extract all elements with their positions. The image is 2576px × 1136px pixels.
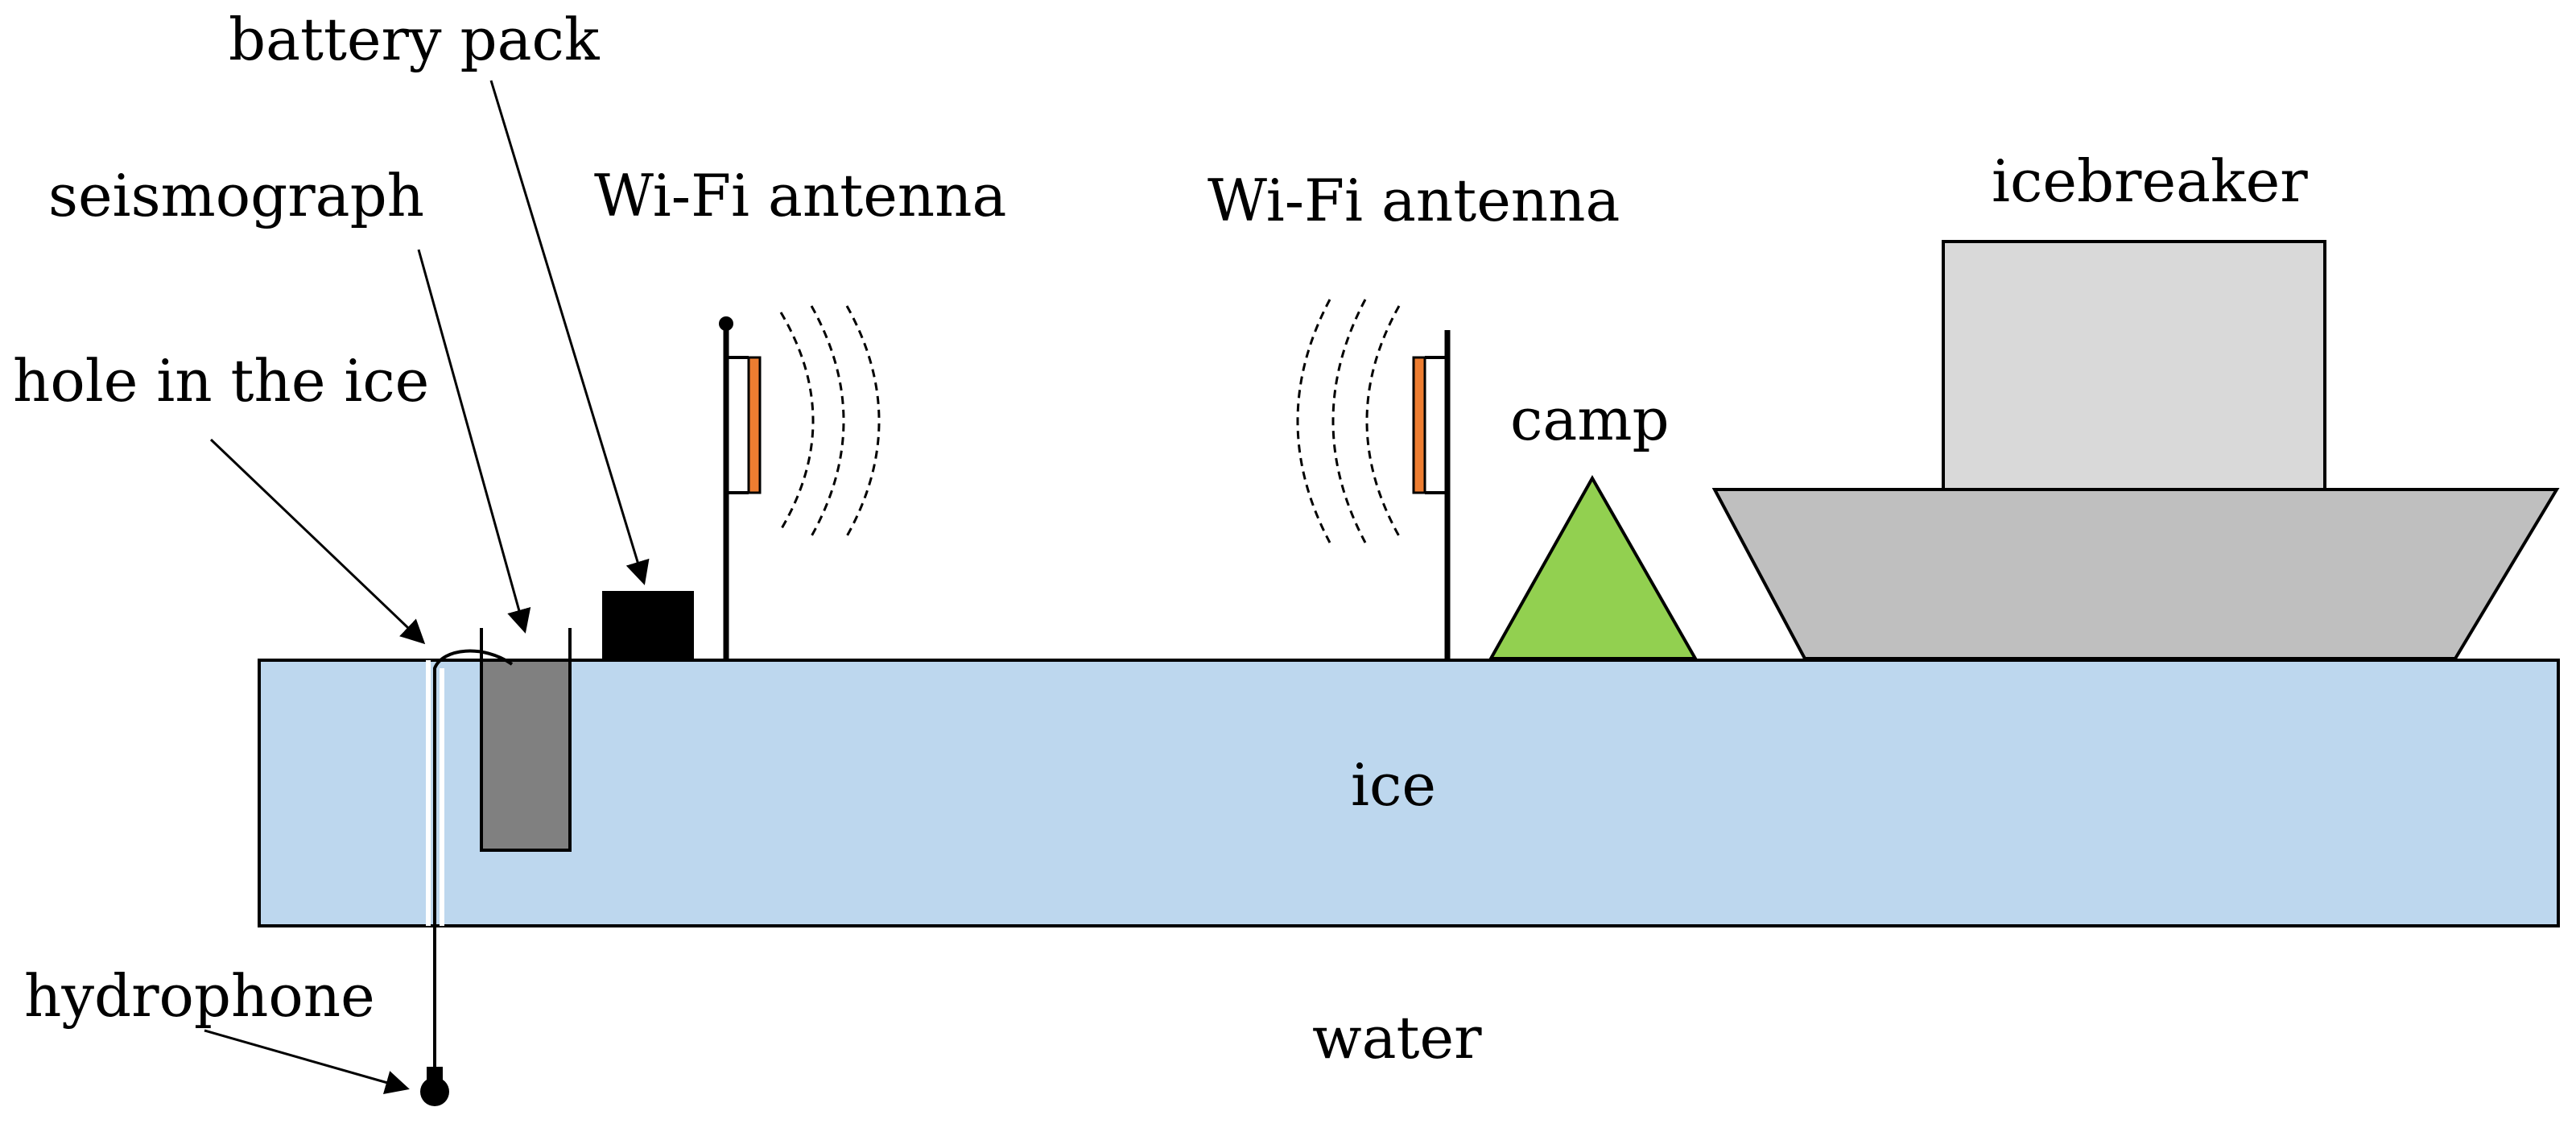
left-antenna-wave-2 xyxy=(810,305,845,537)
water-label: water xyxy=(1312,1004,1482,1072)
left-antenna-tip xyxy=(719,316,733,331)
battery-pack-pointer xyxy=(489,80,650,585)
right-antenna-wave-1 xyxy=(1365,305,1401,537)
right-antenna-panel xyxy=(1412,356,1426,494)
wifi-antenna-right-label: Wi-Fi antenna xyxy=(1208,167,1620,234)
hydrophone-cap xyxy=(427,1067,443,1080)
seismograph-box xyxy=(480,659,572,852)
hole-in-ice-label: hole in the ice xyxy=(13,347,429,415)
right-antenna-wave-3 xyxy=(1296,299,1331,543)
hydrophone-label: hydrophone xyxy=(24,962,375,1030)
icebreaker-cabin xyxy=(1942,240,2326,491)
ice-slab xyxy=(258,659,2560,927)
seismograph-label: seismograph xyxy=(48,162,424,229)
hydrophone-pointer xyxy=(204,1029,410,1095)
camp-label: camp xyxy=(1510,386,1670,453)
battery-pack-box xyxy=(602,591,694,660)
hole-in-ice xyxy=(426,660,444,926)
battery-pack-label: battery pack xyxy=(229,6,601,73)
left-antenna-wave-1 xyxy=(779,312,815,531)
wifi-antenna-left-label: Wi-Fi antenna xyxy=(594,162,1006,229)
left-antenna-panel xyxy=(747,356,762,494)
icebreaker-label: icebreaker xyxy=(1992,147,2308,215)
camp-tent xyxy=(1488,474,1699,660)
seismograph-pointer xyxy=(417,249,531,634)
hole-in-ice-pointer xyxy=(209,438,426,645)
hydrophone-sensor xyxy=(420,1077,449,1106)
hydrophone-cable xyxy=(433,649,514,1071)
left-antenna-wave-3 xyxy=(845,305,881,537)
right-antenna-wave-2 xyxy=(1331,299,1367,543)
icebreaker-hull xyxy=(1711,488,2560,660)
ice-label: ice xyxy=(1351,751,1436,819)
